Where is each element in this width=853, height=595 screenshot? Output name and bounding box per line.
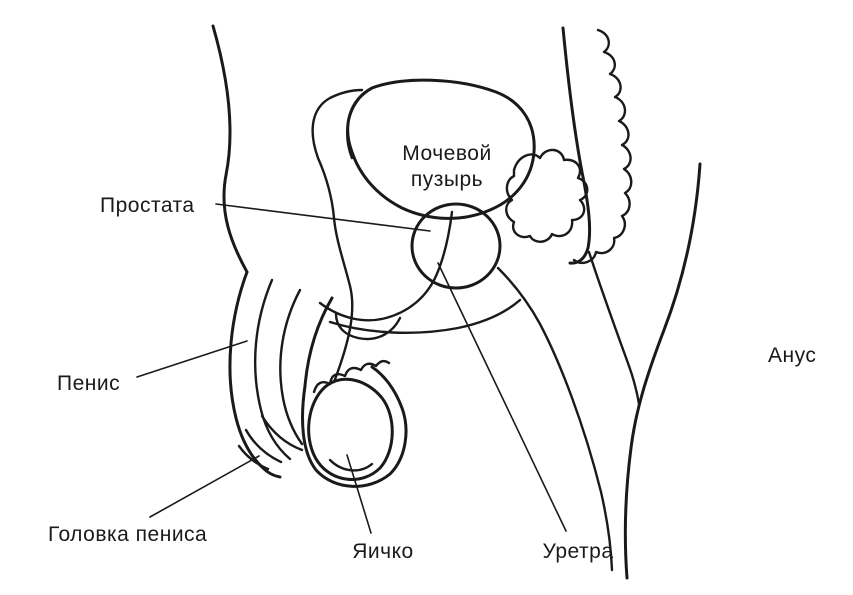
scrotum-outline bbox=[301, 365, 408, 488]
urethra-label: Уретра bbox=[542, 540, 613, 563]
penis-leader-line bbox=[136, 340, 248, 378]
penis-inner-contour bbox=[303, 296, 334, 388]
penis-shaft-line-mid bbox=[253, 278, 292, 461]
urethra-leader-line bbox=[437, 262, 567, 532]
testicle-outline bbox=[307, 377, 394, 481]
bladder-label-line1: Мочевой bbox=[402, 142, 491, 165]
back-buttock-outline bbox=[623, 162, 702, 580]
prostate-label: Простата bbox=[100, 194, 195, 217]
pelvic-groin-line bbox=[328, 298, 522, 334]
bladder-inner-line bbox=[346, 98, 360, 160]
testicle-label: Яичко bbox=[352, 540, 413, 563]
sacrum-scalloped-line bbox=[572, 28, 633, 264]
prostate-leader-line bbox=[215, 203, 431, 232]
rectum-posterior-line bbox=[587, 250, 641, 406]
penis-outer-contour bbox=[228, 270, 282, 479]
penis-shaft-line-urethral bbox=[279, 288, 304, 446]
seminal-vesicle-outline bbox=[505, 148, 589, 243]
anus-label: Анус bbox=[768, 344, 816, 367]
rectum-anterior-line bbox=[496, 266, 614, 572]
torso-front-outline bbox=[211, 24, 249, 274]
testicle-leader-line bbox=[346, 454, 372, 534]
urethra-bulb-line bbox=[334, 312, 402, 341]
sacrum-outer-line bbox=[561, 26, 592, 265]
vas-deferens-line bbox=[311, 88, 364, 384]
glans-corona-line bbox=[260, 414, 304, 452]
foreskin-fold-line-1 bbox=[244, 428, 283, 464]
penis-label: Пенис bbox=[57, 372, 120, 395]
urethra-line bbox=[318, 210, 454, 322]
bladder-outline bbox=[346, 78, 536, 220]
glans-label: Головка пениса bbox=[48, 523, 207, 546]
glans-leader-line bbox=[149, 455, 260, 518]
bladder-label-line2: пузырь bbox=[411, 168, 483, 191]
prostate-outline bbox=[410, 202, 502, 290]
epididymis-scalloped-line bbox=[312, 359, 391, 394]
